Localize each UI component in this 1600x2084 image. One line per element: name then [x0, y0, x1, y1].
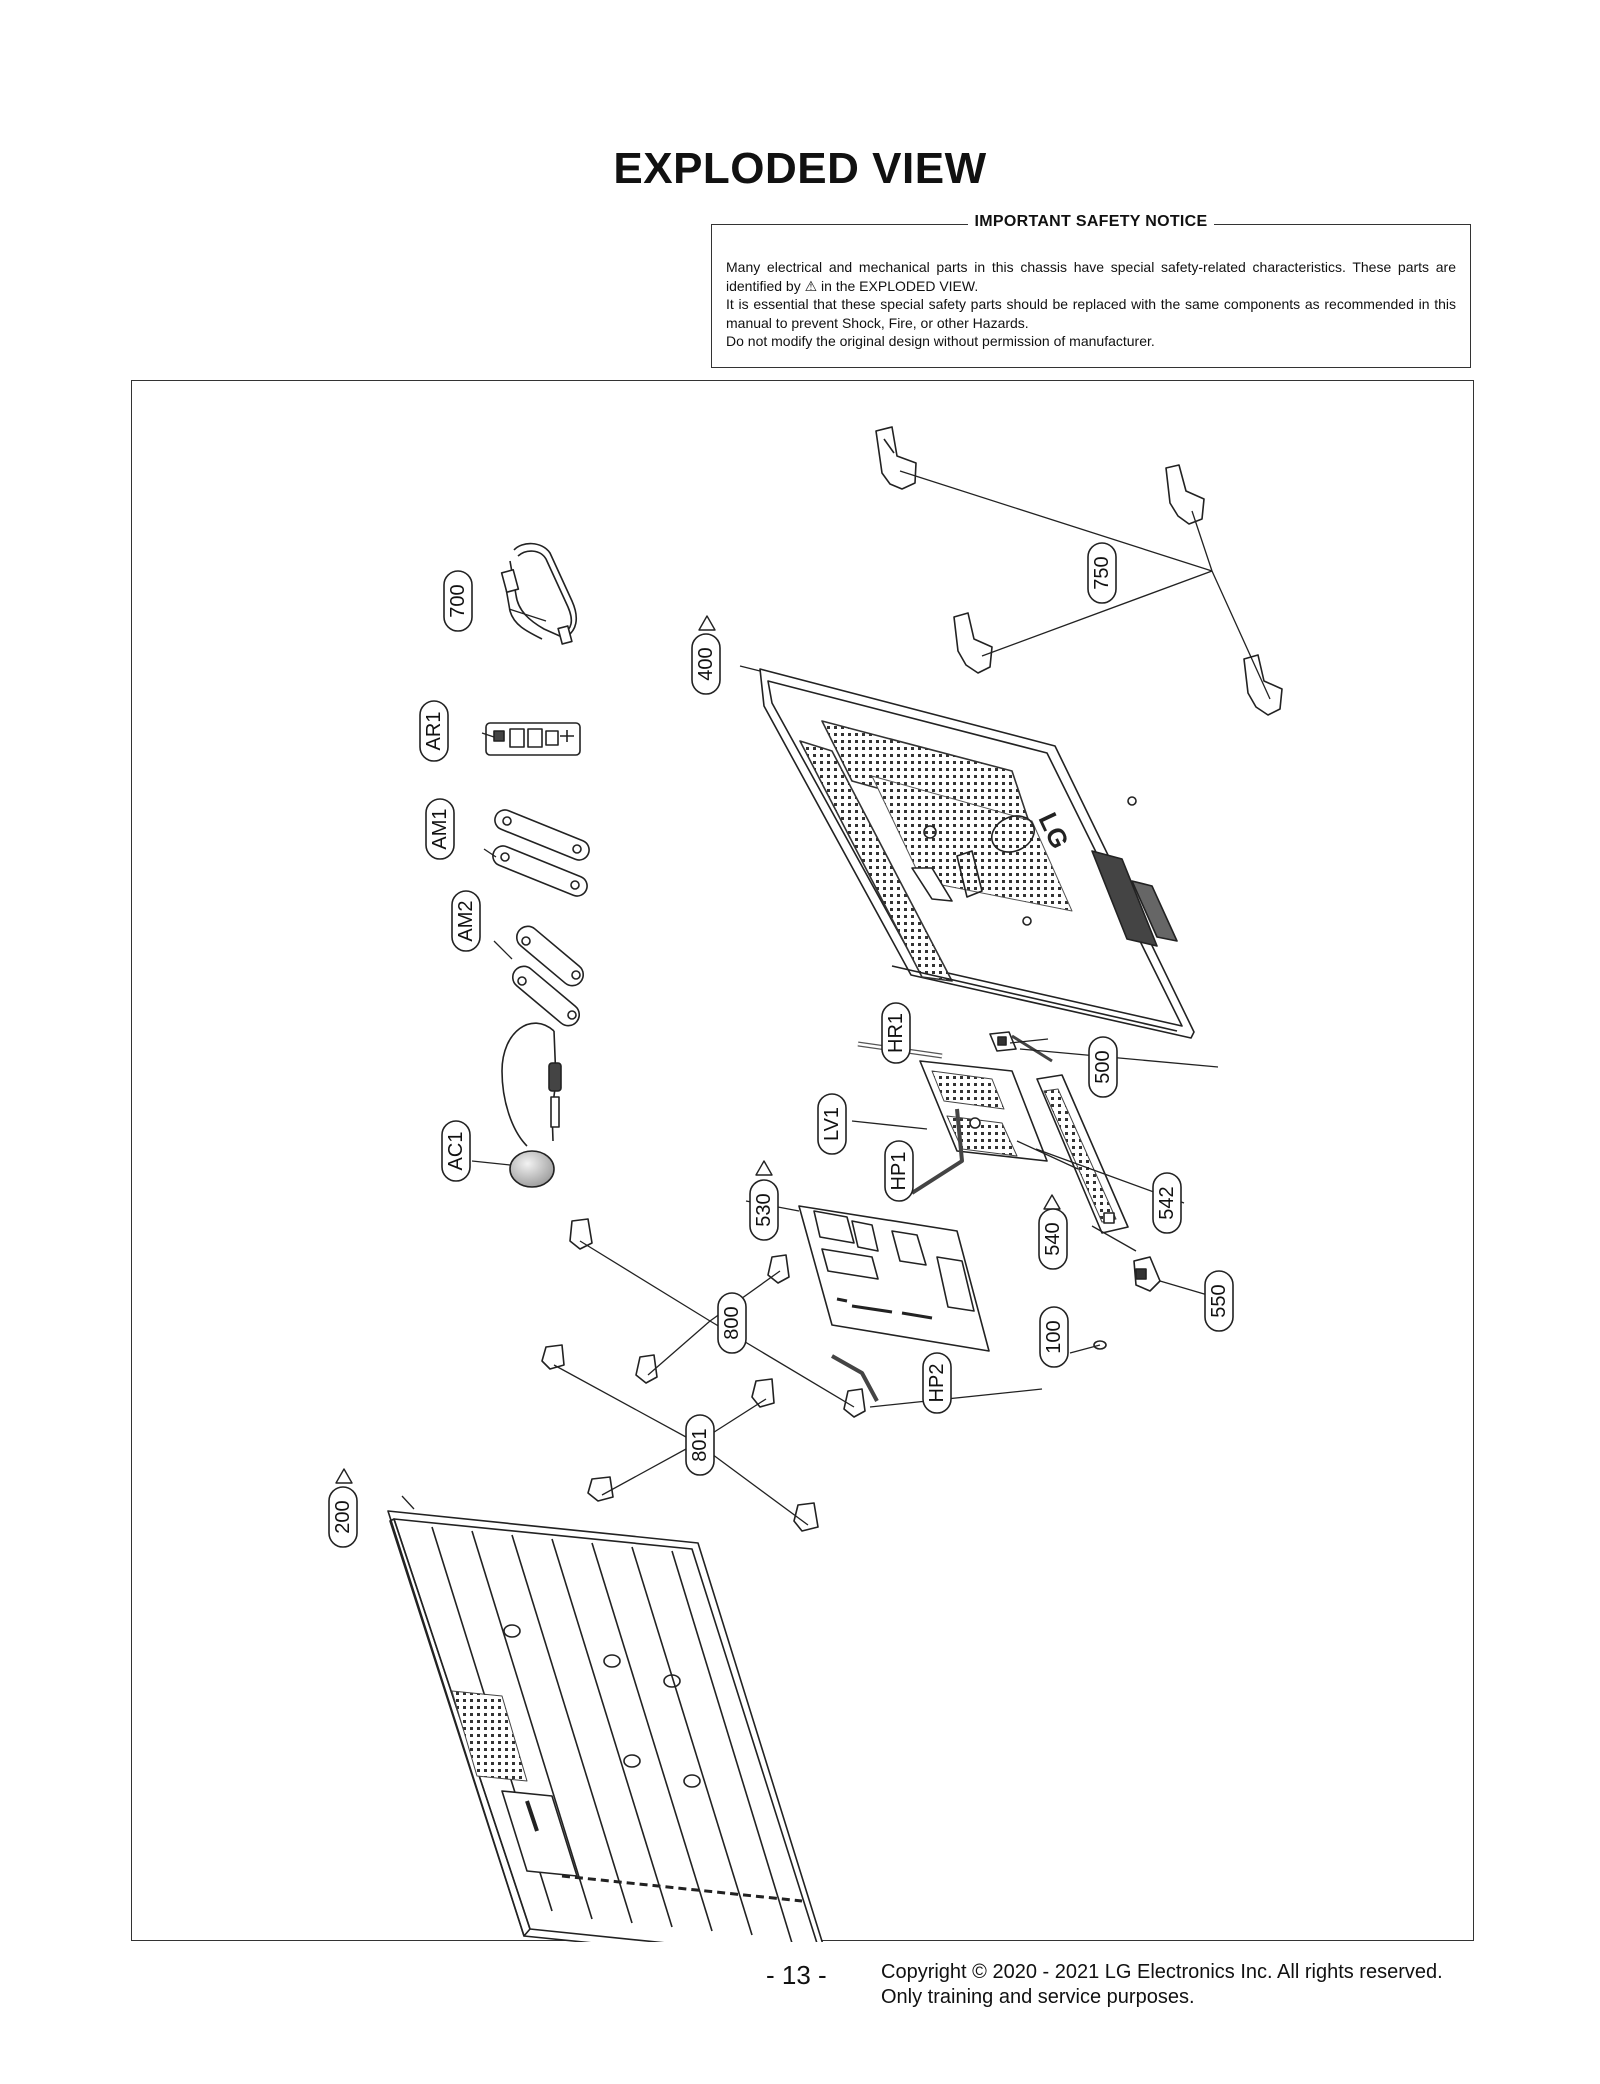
rear-cover-part	[759, 668, 1195, 1039]
svg-text:100: 100	[1043, 1320, 1065, 1353]
svg-text:HP2: HP2	[926, 1364, 948, 1403]
power-board-part	[919, 1060, 1048, 1162]
callout-ac1: AC1	[441, 1120, 471, 1182]
callout-100: 100	[1039, 1306, 1069, 1368]
display-panel-part	[387, 1510, 824, 1942]
callout-hp1: HP1	[884, 1140, 914, 1202]
safety-warning-icon	[335, 615, 1061, 1484]
safety-notice-box: IMPORTANT SAFETY NOTICE Many electrical …	[711, 213, 1471, 368]
safety-notice-line: It is essential that these special safet…	[726, 296, 1456, 331]
svg-text:801: 801	[689, 1428, 711, 1461]
sensor-cable-part	[501, 1022, 562, 1188]
svg-text:500: 500	[1092, 1050, 1114, 1083]
accessory-plate-part	[511, 925, 585, 1027]
callout-801: 801	[685, 1414, 715, 1476]
callout-800: 800	[717, 1292, 747, 1354]
svg-text:540: 540	[1042, 1222, 1064, 1255]
clip-part	[587, 1476, 614, 1502]
callout-lv1: LV1	[817, 1093, 847, 1155]
clip-part	[767, 1254, 790, 1284]
svg-text:400: 400	[695, 647, 717, 680]
callout-hr1: HR1	[881, 1002, 911, 1064]
svg-text:550: 550	[1208, 1284, 1230, 1317]
svg-text:LV1: LV1	[821, 1107, 843, 1141]
svg-text:HR1: HR1	[885, 1013, 907, 1053]
exploded-view-diagram: LG	[131, 380, 1474, 1942]
svg-text:AM2: AM2	[455, 900, 477, 941]
callout-400: 400	[691, 633, 721, 695]
callout-700: 700	[443, 570, 473, 632]
callout-am2: AM2	[451, 890, 481, 952]
callout-750: 750	[1087, 542, 1117, 604]
callout-am1: AM1	[425, 798, 455, 860]
svg-text:750: 750	[1091, 556, 1113, 589]
callout-hp2: HP2	[922, 1352, 952, 1414]
svg-text:AM1: AM1	[429, 808, 451, 849]
callout-540: 540	[1038, 1208, 1068, 1270]
clip-part	[793, 1502, 819, 1532]
svg-text:AR1: AR1	[423, 712, 445, 751]
svg-text:AC1: AC1	[445, 1132, 467, 1171]
copyright-line: Copyright © 2020 - 2021 LG Electronics I…	[881, 1961, 1443, 1983]
clip-part	[751, 1378, 775, 1408]
clip-part	[541, 1344, 565, 1370]
callout-550: 550	[1204, 1270, 1234, 1332]
clip-part	[843, 1388, 866, 1418]
safety-notice-line: Many electrical and mechanical parts in …	[726, 259, 1456, 294]
svg-text:542: 542	[1156, 1186, 1178, 1219]
main-board-part	[798, 1205, 990, 1352]
part-callouts: 700 AR1 AM1 AM2 AC1 400 750 HR1	[328, 542, 1234, 1548]
callout-530: 530	[749, 1179, 779, 1241]
svg-text:700: 700	[447, 584, 469, 617]
callout-ar1: AR1	[419, 700, 449, 762]
svg-text:200: 200	[332, 1500, 354, 1533]
callout-500: 500	[1088, 1036, 1118, 1098]
wall-bracket-part	[953, 612, 993, 674]
copyright-notice: Copyright © 2020 - 2021 LG Electronics I…	[881, 1960, 1443, 2010]
svg-text:800: 800	[721, 1306, 743, 1339]
terminal-block-part	[1036, 1074, 1129, 1234]
button-module-part	[1133, 1256, 1161, 1292]
callout-200: 200	[328, 1486, 358, 1548]
svg-text:530: 530	[753, 1193, 775, 1226]
copyright-line: Only training and service purposes.	[881, 1986, 1195, 2008]
remote-control-part	[485, 722, 581, 756]
accessory-plate-part	[492, 809, 590, 897]
power-cord-part	[500, 542, 578, 645]
safety-notice-heading: IMPORTANT SAFETY NOTICE	[712, 213, 1470, 231]
callout-542: 542	[1152, 1172, 1182, 1234]
clip-part	[635, 1354, 658, 1384]
wall-bracket-part	[875, 426, 917, 490]
wall-bracket-part	[1165, 464, 1205, 525]
small-board-part	[989, 1031, 1017, 1052]
exploded-view-drawing: LG	[328, 426, 1283, 1942]
safety-notice-body: Many electrical and mechanical parts in …	[726, 258, 1456, 351]
svg-text:HP1: HP1	[888, 1152, 910, 1191]
page-title: EXPLODED VIEW	[613, 144, 987, 193]
page-number: - 13 -	[766, 1960, 827, 1990]
clip-part	[569, 1218, 593, 1250]
safety-notice-line: Do not modify the original design withou…	[726, 333, 1155, 349]
